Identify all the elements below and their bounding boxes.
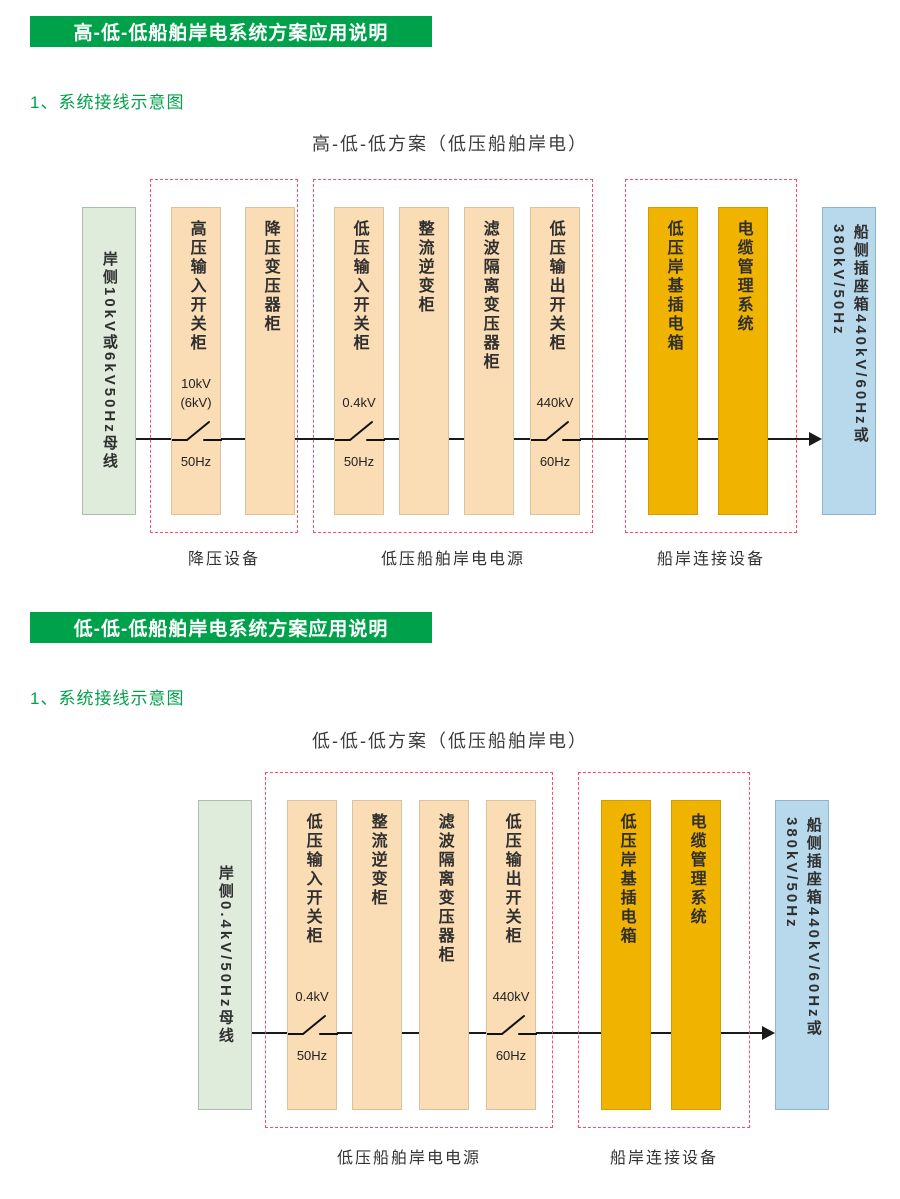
d1-filter-isolation-transformer-cabinet: 滤波隔离变压器柜 [464, 207, 514, 515]
d2-shore-bus-label: 岸侧0.4kV/50Hz母线 [216, 864, 234, 1046]
d2-cable-management-box: 电缆管理系统 [671, 800, 721, 1110]
d2-group-power-outline [265, 772, 553, 1128]
section2-banner: 低-低-低船舶岸电系统方案应用说明 [30, 612, 432, 643]
d1-lv-input-label: 低压输入开关柜 [350, 220, 368, 353]
d1-group-power-outline [313, 179, 593, 533]
d2-shore-bus-box: 岸侧0.4kV/50Hz母线 [198, 800, 252, 1110]
d1-ship-socket-label-line2: 380kV/50Hz [830, 224, 847, 337]
d1-lv-output-switch-icon [531, 421, 581, 441]
d2-ship-socket-box: 船侧插座箱440kV/60Hz或 380kV/50Hz [775, 800, 829, 1110]
d1-group-stepdown-outline [150, 179, 298, 533]
d2-label-ship-shore-connection: 船岸连接设备 [609, 1150, 718, 1167]
d1-ship-socket-box: 船侧插座箱440kV/60Hz或 380kV/50Hz [822, 207, 876, 515]
d1-stepdown-transformer-label: 降压变压器柜 [261, 220, 279, 334]
d2-cable-management-label: 电缆管理系统 [687, 813, 705, 927]
d1-hv-input-voltage-alt: (6kV) [180, 395, 212, 410]
d2-lv-input-freq: 50Hz [296, 1048, 328, 1063]
d1-lv-output-cabinet: 低压输出开关柜 440kV 60Hz [530, 207, 581, 515]
d1-hv-input-label: 高压输入开关柜 [187, 220, 205, 353]
d2-flow-arrowhead-icon [762, 1026, 775, 1040]
diagram1-title: 高-低-低方案（低压船舶岸电） [312, 134, 588, 154]
d1-stepdown-transformer-cabinet: 降压变压器柜 [245, 207, 295, 515]
d1-label-stepdown-equipment: 降压设备 [187, 551, 260, 568]
d1-hv-switch-icon [172, 421, 222, 441]
d2-filter-isolation-transformer-label: 滤波隔离变压器柜 [435, 813, 453, 965]
d1-hv-input-voltage: 10kV [181, 376, 211, 391]
d1-cable-management-label: 电缆管理系统 [734, 220, 752, 334]
d1-shore-plug-box: 低压岸基插电箱 [648, 207, 698, 515]
d1-lv-output-label: 低压输出开关柜 [546, 220, 564, 353]
d1-filter-isolation-transformer-label: 滤波隔离变压器柜 [480, 220, 498, 372]
d2-lv-output-label: 低压输出开关柜 [502, 813, 520, 946]
d1-cable-management-box: 电缆管理系统 [718, 207, 768, 515]
d1-lv-input-cabinet: 低压输入开关柜 0.4kV 50Hz [334, 207, 385, 515]
d1-lv-input-voltage: 0.4kV [342, 395, 376, 410]
diagram2-title: 低-低-低方案（低压船舶岸电） [312, 731, 588, 751]
d1-shore-plug-label: 低压岸基插电箱 [664, 220, 682, 353]
d1-rectifier-inverter-cabinet: 整流逆变柜 [399, 207, 449, 515]
d2-lv-output-voltage: 440kV [492, 989, 530, 1004]
d2-lv-output-freq: 60Hz [495, 1048, 527, 1063]
d2-label-lv-shore-power-source: 低压船舶岸电电源 [336, 1150, 481, 1167]
d2-rectifier-inverter-label: 整流逆变柜 [368, 813, 386, 908]
d2-lv-output-switch-icon [487, 1015, 537, 1035]
section1-banner: 高-低-低船舶岸电系统方案应用说明 [30, 16, 432, 47]
d2-shore-plug-box: 低压岸基插电箱 [601, 800, 651, 1110]
d1-lv-output-voltage: 440kV [536, 395, 574, 410]
d1-shore-bus-box: 岸侧10kV或6kV50Hz母线 [82, 207, 136, 515]
d1-label-ship-shore-connection: 船岸连接设备 [656, 551, 765, 568]
d2-ship-socket-label-line1: 船侧插座箱440kV/60Hz或 [804, 817, 822, 1038]
d1-ship-socket-label-line1: 船侧插座箱440kV/60Hz或 [851, 224, 869, 445]
d2-lv-input-cabinet: 低压输入开关柜 0.4kV 50Hz [287, 800, 338, 1110]
d1-lv-input-freq: 50Hz [343, 454, 375, 469]
d1-flow-arrowhead-icon [809, 432, 822, 446]
d1-rectifier-inverter-label: 整流逆变柜 [415, 220, 433, 315]
d1-lv-input-switch-icon [335, 421, 385, 441]
d2-lv-input-label: 低压输入开关柜 [303, 813, 321, 946]
d2-shore-plug-label: 低压岸基插电箱 [617, 813, 635, 946]
d2-lv-input-switch-icon [288, 1015, 338, 1035]
d2-filter-isolation-transformer-cabinet: 滤波隔离变压器柜 [419, 800, 469, 1110]
d1-hv-input-freq: 50Hz [180, 454, 212, 469]
d1-hv-input-cabinet: 高压输入开关柜 10kV (6kV) 50Hz [171, 207, 222, 515]
d2-lv-output-cabinet: 低压输出开关柜 440kV 60Hz [486, 800, 537, 1110]
d2-rectifier-inverter-cabinet: 整流逆变柜 [352, 800, 402, 1110]
d2-ship-socket-label-line2: 380kV/50Hz [783, 817, 800, 930]
d2-lv-input-voltage: 0.4kV [295, 989, 329, 1004]
d1-group-connection-outline [625, 179, 797, 533]
section1-subtitle: 1、系统接线示意图 [30, 93, 185, 112]
d1-lv-output-freq: 60Hz [539, 454, 571, 469]
d2-group-connection-outline [578, 772, 750, 1128]
d1-shore-bus-label: 岸侧10kV或6kV50Hz母线 [100, 251, 118, 471]
section2-subtitle: 1、系统接线示意图 [30, 689, 185, 708]
d1-label-lv-shore-power-source: 低压船舶岸电电源 [380, 551, 525, 568]
